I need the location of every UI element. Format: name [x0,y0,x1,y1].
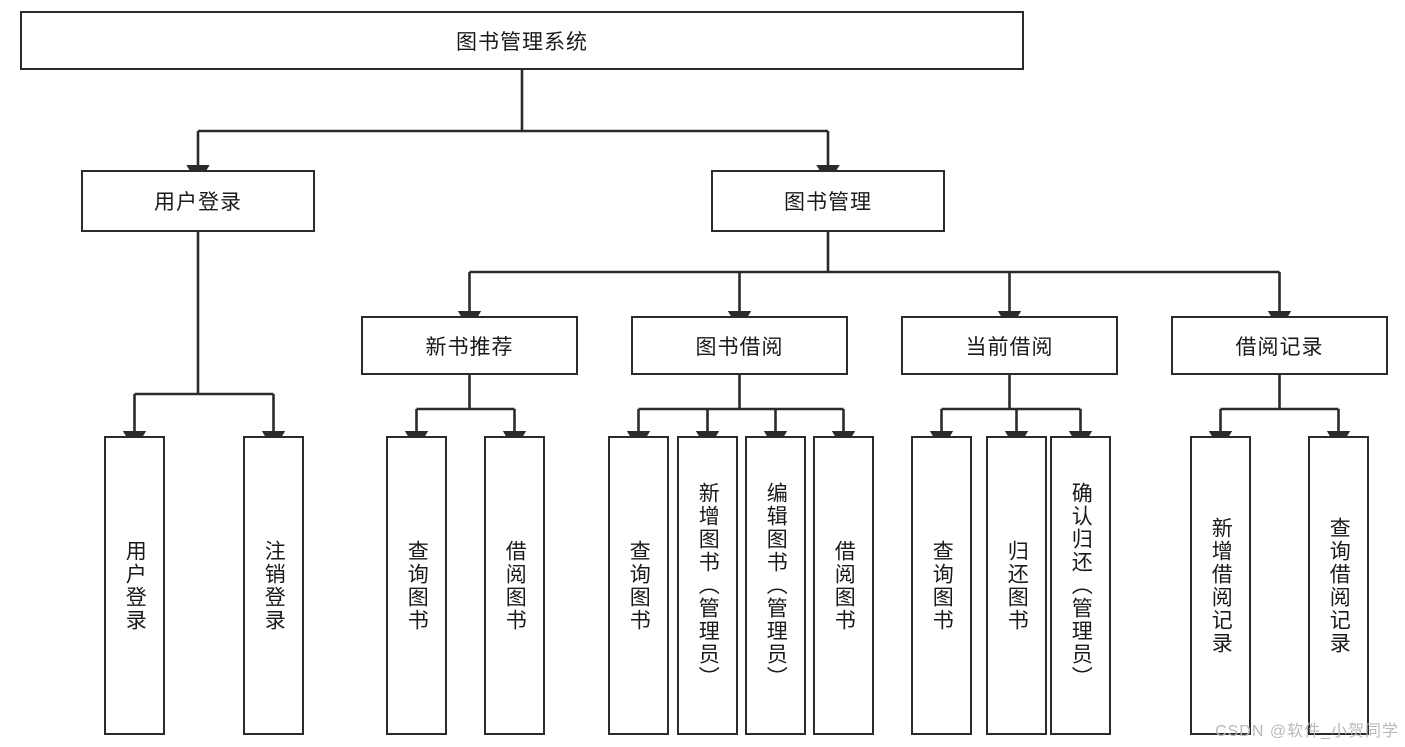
node-leaf-rec-query-book[interactable]: 查询图书 [386,436,447,735]
node-label: 查询图书 [627,539,651,632]
node-label: 图书管理系统 [456,30,588,54]
node-leaf-logout[interactable]: 注销登录 [243,436,304,735]
node-leaf-cb-return-book[interactable]: 归还图书 [986,436,1047,735]
node-label: 图书借阅 [695,335,784,359]
node-label: 用户登录 [154,191,242,214]
node-leaf-cb-query-book[interactable]: 查询图书 [911,436,972,735]
node-label: 图书管理 [784,191,872,214]
node-root[interactable]: 图书管理系统 [20,11,1024,70]
node-label: 新增借阅记录 [1209,516,1233,655]
node-leaf-bb-query-book[interactable]: 查询图书 [608,436,669,735]
node-label: 注销登录 [262,539,286,632]
node-leaf-br-add-record[interactable]: 新增借阅记录 [1190,436,1251,735]
node-leaf-cb-confirm-return[interactable]: 确认归还（管理员） [1050,436,1111,735]
node-label: 查询图书 [405,539,429,632]
node-label: 查询图书 [930,539,954,632]
node-new-book-rec[interactable]: 新书推荐 [361,316,578,375]
node-current-borrow[interactable]: 当前借阅 [901,316,1118,375]
node-label: 新增图书（管理员） [696,482,720,689]
node-label: 归还图书 [1005,539,1029,632]
node-leaf-bb-add-book[interactable]: 新增图书（管理员） [677,436,738,735]
node-borrow-record[interactable]: 借阅记录 [1171,316,1388,375]
node-leaf-br-query-record[interactable]: 查询借阅记录 [1308,436,1369,735]
node-label: 当前借阅 [965,335,1054,359]
node-label: 查询借阅记录 [1327,516,1351,655]
node-label: 用户登录 [123,539,147,632]
node-leaf-user-login[interactable]: 用户登录 [104,436,165,735]
node-label: 借阅图书 [503,539,527,632]
watermark-text: CSDN @软件_小贺同学 [1215,723,1399,740]
node-leaf-bb-borrow-book[interactable]: 借阅图书 [813,436,874,735]
node-label: 借阅记录 [1235,335,1324,359]
node-book-borrow[interactable]: 图书借阅 [631,316,848,375]
node-label: 编辑图书（管理员） [764,482,788,689]
node-label: 确认归还（管理员） [1069,482,1093,689]
node-leaf-rec-borrow-book[interactable]: 借阅图书 [484,436,545,735]
node-book-manage[interactable]: 图书管理 [711,170,945,232]
node-leaf-bb-edit-book[interactable]: 编辑图书（管理员） [745,436,806,735]
node-label: 借阅图书 [832,539,856,632]
node-user-login[interactable]: 用户登录 [81,170,315,232]
node-label: 新书推荐 [425,335,514,359]
